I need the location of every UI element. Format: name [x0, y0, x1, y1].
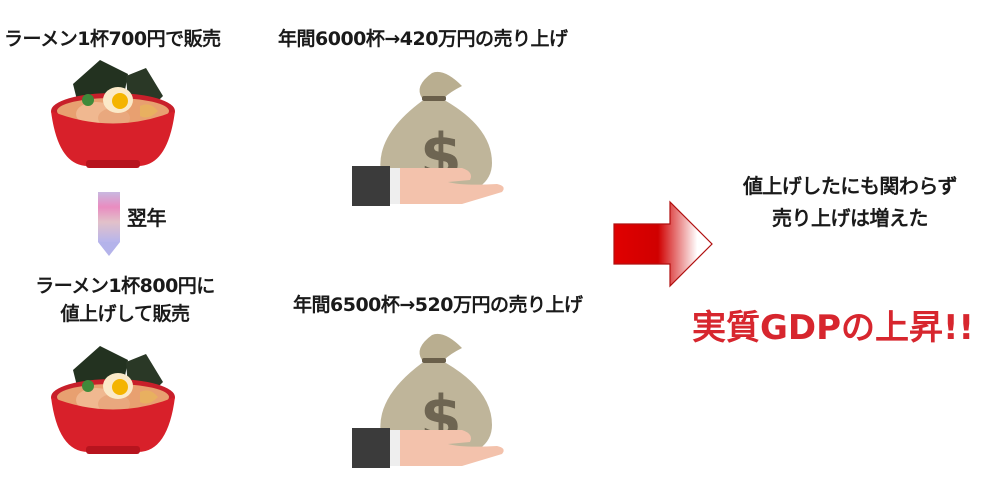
- down-arrow-icon: [98, 192, 120, 256]
- money-bag-hand-icon: $: [352, 330, 512, 470]
- year2-title-line1: ラーメン1杯800円に: [35, 275, 215, 297]
- headline: 実質GDPの上昇!!: [692, 308, 975, 348]
- year2-sales: 年間6500杯→520万円の売り上げ: [293, 294, 583, 316]
- transition-label: 翌年: [127, 206, 167, 230]
- year1-title: ラーメン1杯700円で販売: [4, 28, 221, 50]
- conclusion-line2: 売り上げは増えた: [772, 206, 929, 230]
- year1-sales: 年間6000杯→420万円の売り上げ: [278, 28, 568, 50]
- ramen-bowl-icon: [48, 56, 178, 171]
- money-bag-hand-icon: $: [352, 68, 512, 208]
- ramen-bowl-icon: [48, 342, 178, 457]
- conclusion-line1: 値上げしたにも関わらず: [742, 174, 958, 198]
- conclusion-text: 値上げしたにも関わらず 売り上げは増えた: [700, 170, 1000, 234]
- right-arrow-icon: [612, 200, 716, 290]
- year2-title: ラーメン1杯800円に 値上げして販売: [0, 272, 250, 328]
- year2-title-line2: 値上げして販売: [60, 303, 190, 325]
